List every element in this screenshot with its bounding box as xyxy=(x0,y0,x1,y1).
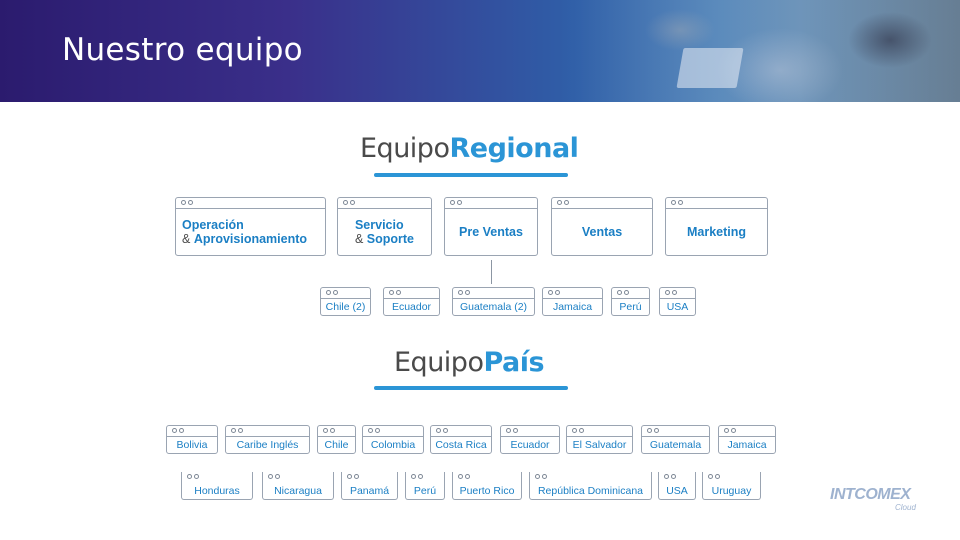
area-preventas: Pre Ventas xyxy=(444,197,538,256)
window-dots-icon xyxy=(411,474,423,479)
regional-country: Ecuador xyxy=(383,287,440,316)
window-dots-icon xyxy=(458,290,470,295)
window-dots-icon xyxy=(535,474,547,479)
window-dots-icon xyxy=(557,200,569,205)
window-dots-icon xyxy=(724,428,736,433)
connector-line xyxy=(491,260,492,284)
pais-country: Jamaica xyxy=(718,425,776,454)
area-operacion-line1: Operación xyxy=(182,217,244,232)
area-servicio: Servicio & Soporte xyxy=(337,197,432,256)
regional-heading: EquipoRegional xyxy=(360,133,579,164)
regional-country: Chile (2) xyxy=(320,287,371,316)
regional-underline xyxy=(374,173,568,177)
pais-country: Ecuador xyxy=(500,425,560,454)
area-preventas-label: Pre Ventas xyxy=(459,224,523,239)
window-dots-icon xyxy=(368,428,380,433)
window-dots-icon xyxy=(389,290,401,295)
area-marketing: Marketing xyxy=(665,197,768,256)
pais-country: Honduras xyxy=(181,472,253,500)
pais-country: Panamá xyxy=(341,472,398,500)
window-dots-icon xyxy=(436,428,448,433)
window-dots-icon xyxy=(231,428,243,433)
window-dots-icon xyxy=(268,474,280,479)
regional-heading-bold: Regional xyxy=(449,133,579,164)
pais-heading-light: Equipo xyxy=(394,347,484,378)
window-dots-icon xyxy=(172,428,184,433)
window-dots-icon xyxy=(708,474,720,479)
window-dots-icon xyxy=(326,290,338,295)
pais-country: Bolivia xyxy=(166,425,218,454)
area-operacion-line2: Aprovisionamiento xyxy=(193,232,308,246)
area-operacion-amp: & xyxy=(182,232,194,246)
regional-country: Perú xyxy=(611,287,650,316)
window-dots-icon xyxy=(450,200,462,205)
area-servicio-line2: Soporte xyxy=(366,232,415,246)
window-dots-icon xyxy=(187,474,199,479)
window-dots-icon xyxy=(665,290,677,295)
window-dots-icon xyxy=(548,290,560,295)
pais-country: Perú xyxy=(405,472,445,500)
window-dots-icon xyxy=(506,428,518,433)
regional-country: Guatemala (2) xyxy=(452,287,535,316)
area-ventas: Ventas xyxy=(551,197,653,256)
intcomex-logo-sub: Cloud xyxy=(895,503,916,512)
pais-country: Caribe Inglés xyxy=(225,425,310,454)
window-dots-icon xyxy=(343,200,355,205)
pais-country: Colombia xyxy=(362,425,424,454)
header-banner: Nuestro equipo xyxy=(0,0,960,102)
laptop-image xyxy=(676,48,744,88)
pais-country: República Dominicana xyxy=(529,472,652,500)
pais-country: Chile xyxy=(317,425,356,454)
pais-underline xyxy=(374,386,568,390)
pais-country: Costa Rica xyxy=(430,425,492,454)
pais-country: Guatemala xyxy=(641,425,710,454)
pais-country: Puerto Rico xyxy=(452,472,522,500)
regional-country: Jamaica xyxy=(542,287,603,316)
page-title: Nuestro equipo xyxy=(62,32,303,68)
banner-photo xyxy=(560,0,960,102)
intcomex-logo: INTCOMEX xyxy=(830,486,911,503)
window-dots-icon xyxy=(347,474,359,479)
window-dots-icon xyxy=(323,428,335,433)
regional-country: USA xyxy=(659,287,696,316)
regional-heading-light: Equipo xyxy=(360,133,450,164)
pais-country: Uruguay xyxy=(702,472,761,500)
pais-heading: EquipoPaís xyxy=(394,347,545,378)
window-dots-icon xyxy=(572,428,584,433)
window-dots-icon xyxy=(458,474,470,479)
area-ventas-label: Ventas xyxy=(581,224,623,239)
pais-country: El Salvador xyxy=(566,425,633,454)
window-dots-icon xyxy=(647,428,659,433)
window-dots-icon xyxy=(181,200,193,205)
area-servicio-amp: & xyxy=(354,232,367,246)
pais-country: Nicaragua xyxy=(262,472,334,500)
pais-heading-bold: País xyxy=(483,347,545,378)
area-marketing-label: Marketing xyxy=(686,224,747,239)
window-dots-icon xyxy=(664,474,676,479)
pais-country: USA xyxy=(658,472,696,500)
area-servicio-line1: Servicio xyxy=(354,217,404,232)
area-operacion: Operación & Aprovisionamiento xyxy=(175,197,326,256)
window-dots-icon xyxy=(671,200,683,205)
window-dots-icon xyxy=(617,290,629,295)
